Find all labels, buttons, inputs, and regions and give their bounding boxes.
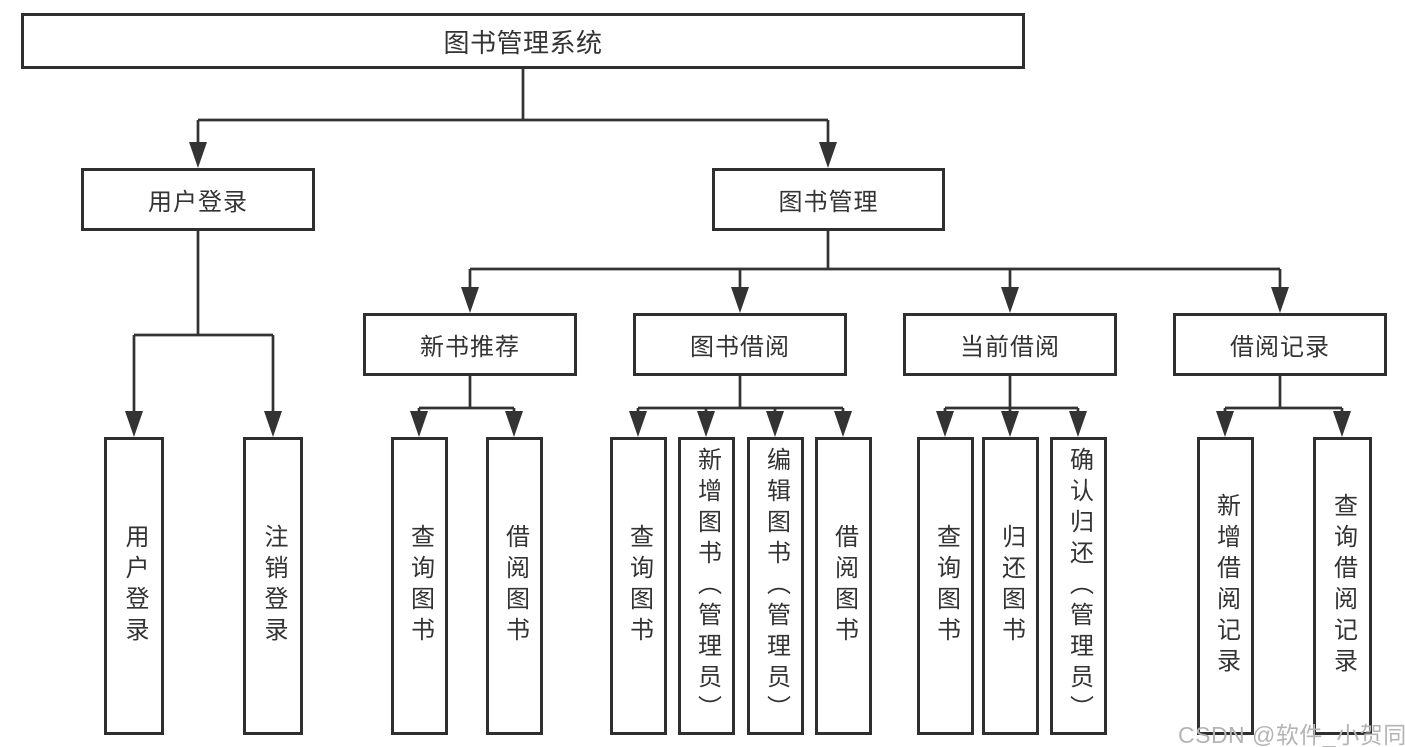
leaf-borrow-query-books: 查询图书 bbox=[610, 437, 667, 735]
arrowheads bbox=[125, 142, 1351, 437]
leaf-current-confirm-return-admin: 确认归还（管理员） bbox=[1050, 437, 1107, 735]
leaf-newbook-query-books: 查询图书 bbox=[391, 437, 448, 735]
leaf-newbook-borrow-books: 借阅图书 bbox=[486, 437, 543, 735]
leaf-borrow-edit-books-admin: 编辑图书（管理员） bbox=[747, 437, 804, 735]
node-user-login-branch: 用户登录 bbox=[81, 168, 315, 231]
leaf-current-return-books: 归还图书 bbox=[982, 437, 1039, 735]
leaf-user-login: 用户登录 bbox=[104, 437, 164, 735]
node-current-borrowing: 当前借阅 bbox=[903, 313, 1117, 376]
node-book-management-branch: 图书管理 bbox=[712, 168, 945, 231]
csdn-watermark: CSDN @软件_小贺同学 bbox=[1178, 722, 1405, 747]
node-new-book-recommend: 新书推荐 bbox=[363, 313, 577, 376]
leaf-record-add-borrow-record: 新增借阅记录 bbox=[1197, 437, 1254, 735]
leaf-borrow-borrow-books: 借阅图书 bbox=[815, 437, 872, 735]
leaf-record-query-borrow-record: 查询借阅记录 bbox=[1313, 437, 1372, 735]
node-book-borrowing: 图书借阅 bbox=[633, 313, 847, 376]
node-borrowing-records: 借阅记录 bbox=[1173, 313, 1387, 376]
leaf-borrow-add-books-admin: 新增图书（管理员） bbox=[678, 437, 735, 735]
node-root-system: 图书管理系统 bbox=[21, 13, 1025, 69]
leaf-logout: 注销登录 bbox=[243, 437, 303, 735]
leaf-current-query-books: 查询图书 bbox=[917, 437, 974, 735]
